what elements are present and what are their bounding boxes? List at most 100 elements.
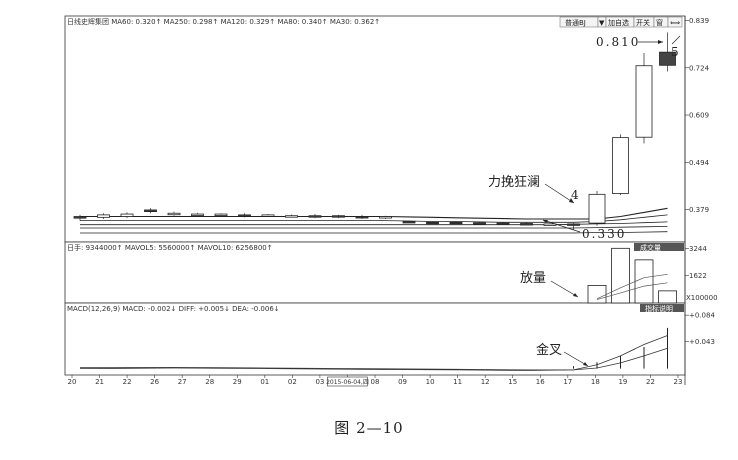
- macd-axis: +0.084 +0.043: [685, 312, 715, 346]
- volume-ma-1: [596, 282, 668, 300]
- date-tick-label-22: 23: [674, 378, 683, 386]
- macd-tag-label: 指标说明: [645, 304, 673, 313]
- candle-15: [426, 221, 439, 225]
- window-label: 窗: [656, 18, 663, 27]
- date-tick-label-5: 28: [205, 378, 214, 386]
- macd-lines: [79, 327, 668, 371]
- candle-3: [144, 209, 157, 212]
- volume-tick-label-1: 1622: [689, 272, 707, 280]
- candle-14: [402, 221, 416, 224]
- candles: [73, 32, 676, 230]
- candle-9: [285, 215, 298, 218]
- ma-line-0: [80, 207, 668, 220]
- arrows-icon: ⟺: [670, 19, 680, 27]
- date-tick-label-14: 11: [453, 378, 462, 386]
- candle-5: [191, 213, 204, 216]
- toggle-label: 开关: [636, 18, 650, 27]
- volume-unit: X100000: [686, 294, 718, 302]
- date-tick-label-11: 08: [371, 378, 380, 386]
- date-tick-label-2: 22: [123, 378, 132, 386]
- candle-20: [543, 223, 557, 226]
- date-tick-label-10: 2015-06-04,四: [326, 379, 369, 386]
- date-tick-label-8: 02: [288, 378, 297, 386]
- ma-line-1: [80, 214, 668, 223]
- macd-tick-label-1: +0.043: [689, 338, 715, 346]
- golden-cross-label: 金叉: [536, 342, 562, 358]
- volume-tag[interactable]: [634, 243, 684, 251]
- volume-bar-0: [587, 285, 607, 304]
- volume-axis: 3244 1622: [685, 245, 707, 280]
- candle-22: [588, 193, 606, 224]
- wave-label-4: 4: [571, 188, 581, 202]
- date-tick-label-3: 26: [150, 378, 159, 386]
- volume-tag-label: 成交量: [640, 243, 661, 252]
- candle-1: [97, 214, 110, 218]
- candle-16: [449, 221, 463, 225]
- candle-21: [567, 223, 580, 226]
- price-tick-label-4: 0.379: [689, 206, 709, 214]
- ma-line-4: [80, 231, 668, 234]
- macd-tag[interactable]: [640, 304, 684, 312]
- date-tick-label-13: 10: [426, 378, 435, 386]
- volume-tick-label-0: 3244: [689, 245, 707, 253]
- macd-line-1: [80, 347, 668, 371]
- volume-ma-0: [596, 273, 668, 300]
- candle-17: [473, 222, 486, 225]
- date-tick-label-4: 27: [178, 378, 187, 386]
- date-tick-label-21: 22: [646, 378, 655, 386]
- macd-header: MACD(12,26,9) MACD: -0.002↓ DIFF: +0.005…: [67, 305, 280, 313]
- figure-caption: 图 2—10: [334, 419, 404, 437]
- date-tick-label-7: 01: [260, 378, 269, 386]
- candle-10: [308, 215, 322, 218]
- candle-23: [612, 137, 629, 194]
- candle-panel: [64, 15, 686, 243]
- candle-12: [355, 216, 369, 219]
- candle-11: [332, 215, 345, 218]
- date-tick-label-15: 12: [481, 378, 490, 386]
- date-tick-label-20: 19: [618, 378, 627, 386]
- candle-25: [659, 51, 676, 66]
- price-tick-label-1: 0.724: [689, 64, 710, 72]
- arrows-button[interactable]: [667, 16, 683, 28]
- date-cursor-box: [327, 376, 368, 387]
- volume-up-label: 放量: [520, 271, 546, 286]
- ma-lines: [80, 207, 668, 234]
- low-price-label: 0.330: [582, 227, 626, 241]
- candle-2: [120, 213, 134, 217]
- toolbar: 普通BJ ▼ 加自选 开关 窗 ⟺: [559, 16, 683, 28]
- candle-18: [496, 222, 510, 225]
- date-tick-label-12: 09: [398, 378, 407, 386]
- limit-up-label: 力挽狂澜: [488, 175, 540, 190]
- candle-0: [73, 216, 87, 219]
- date-tick-label-19: 18: [591, 378, 600, 386]
- volume-bars: [587, 247, 677, 304]
- add-watchlist-label: 加自选: [608, 18, 629, 27]
- macd-panel: [64, 302, 686, 376]
- candle-6: [214, 213, 228, 216]
- date-tick-label-6: 29: [233, 378, 242, 386]
- price-tick-label-3: 0.494: [689, 159, 710, 167]
- macd-line-0: [79, 335, 668, 371]
- candle-19: [520, 223, 533, 226]
- ma-line-3: [80, 226, 668, 229]
- high-price-label: 0.810: [596, 35, 640, 49]
- wave-label-5: 5: [671, 45, 681, 59]
- volume-bar-2: [634, 259, 654, 304]
- annotations: 0.810 5 力挽狂澜 4 0.330 放量 金叉: [488, 35, 681, 367]
- macd-tick-label-0: +0.084: [689, 312, 715, 320]
- date-tick-label-9: 03: [315, 378, 324, 386]
- candle-4: [167, 212, 181, 216]
- date-tick-label-18: 17: [563, 378, 572, 386]
- chevron-down-icon: ▼: [599, 19, 605, 27]
- volume-panel: [64, 241, 686, 304]
- price-tick-label-0: 0.839: [689, 17, 709, 25]
- date-tick-label-0: 20: [68, 378, 77, 386]
- volume-bar-3: [658, 290, 677, 304]
- candle-24: [635, 65, 653, 138]
- volume-header: 日手: 9344000↑ MAVOL5: 5560000↑ MAVOL10: 6…: [67, 243, 273, 252]
- candle-8: [261, 214, 275, 217]
- date-tick-label-1: 21: [95, 378, 104, 386]
